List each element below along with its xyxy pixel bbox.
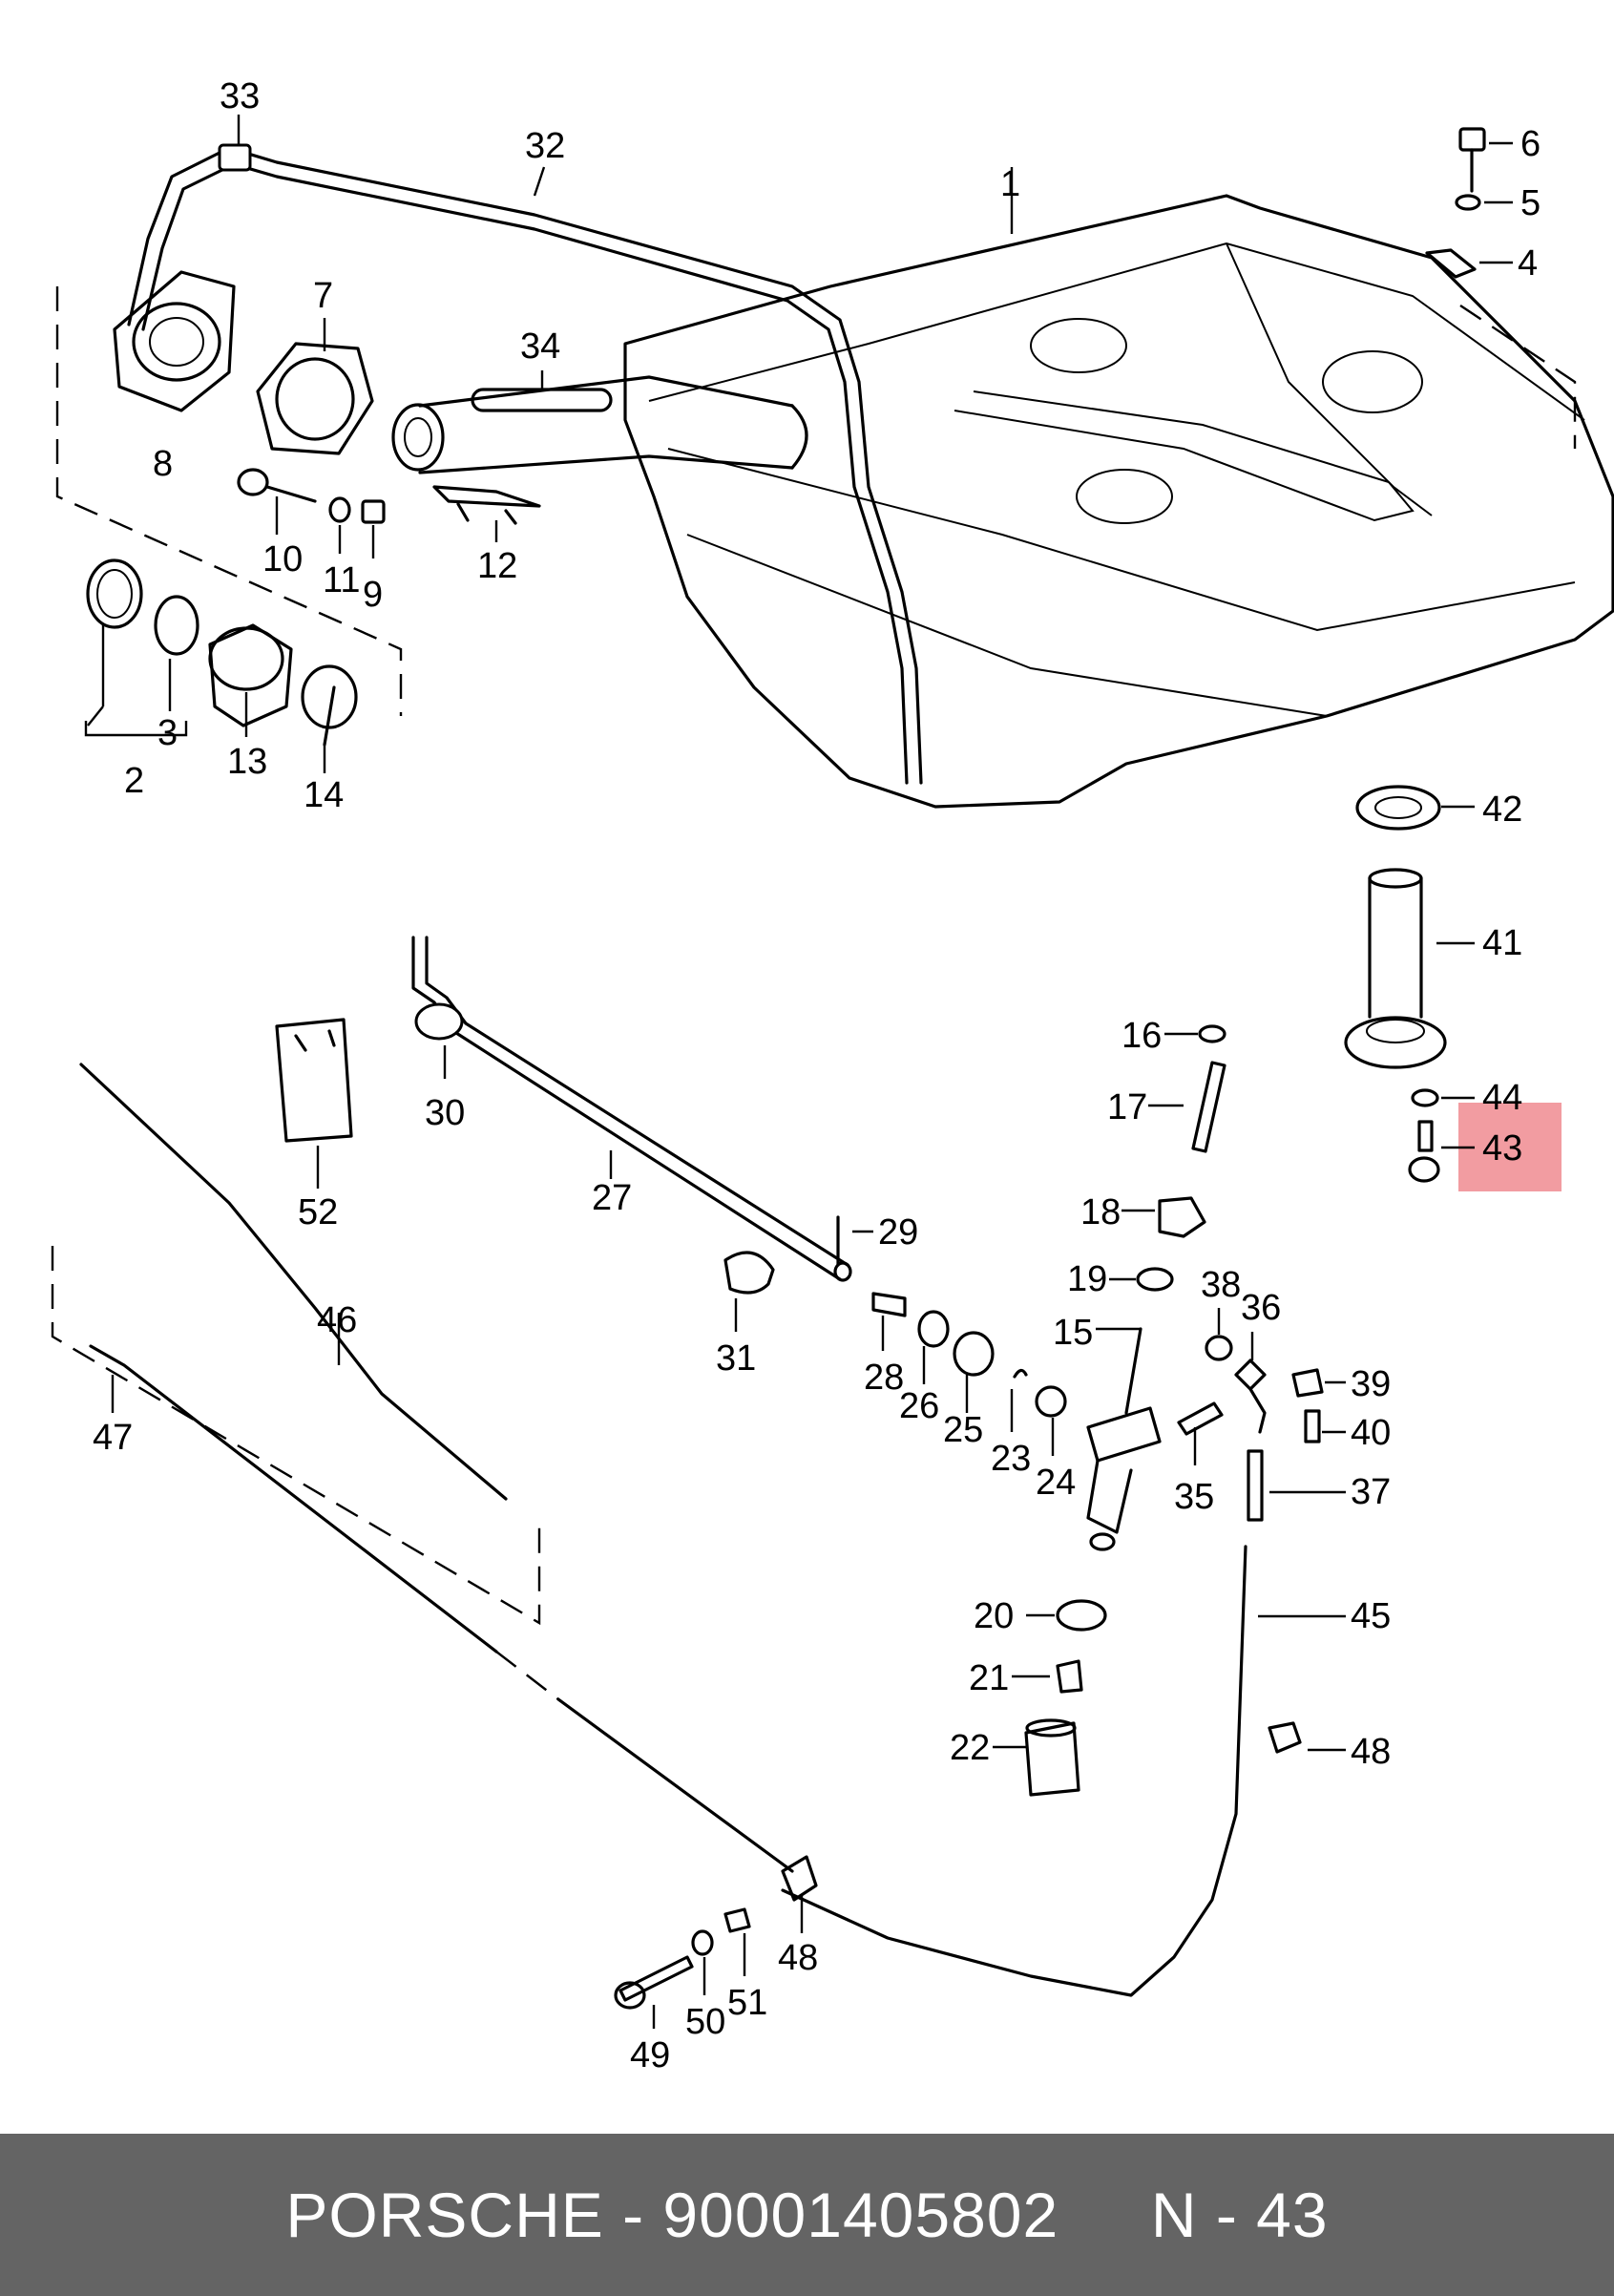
callout-33: 33 <box>220 76 260 116</box>
part-number-footer: PORSCHE - 90001405802 N - 43 <box>0 2134 1614 2296</box>
callout-50: 50 <box>685 2002 725 2042</box>
callout-10: 10 <box>262 539 303 579</box>
cable-46-47 <box>79 1063 818 1902</box>
callout-52: 52 <box>298 1192 338 1232</box>
callout-13: 13 <box>227 742 267 782</box>
callout-26: 26 <box>899 1386 939 1426</box>
callout-37: 37 <box>1351 1472 1391 1512</box>
callout-1: 1 <box>1000 164 1020 204</box>
callout-15: 15 <box>1053 1313 1093 1353</box>
callout-8: 8 <box>153 444 173 484</box>
group-brackets <box>51 286 1577 1626</box>
callout-49: 49 <box>630 2035 670 2075</box>
callout-21: 21 <box>969 1658 1009 1698</box>
callout-22: 22 <box>950 1728 990 1768</box>
callout-5: 5 <box>1520 183 1541 223</box>
bracket-12 <box>432 485 541 525</box>
line-parts-35-40 <box>1177 1335 1324 1522</box>
callout-48-lower: 48 <box>778 1938 818 1978</box>
callout-44: 44 <box>1482 1078 1522 1118</box>
footer-text: PORSCHE - 90001405802 N - 43 <box>285 2180 1329 2250</box>
callout-42: 42 <box>1482 790 1522 830</box>
exploded-parts-diagram: 33 32 1 6 5 4 7 34 8 10 11 9 12 3 2 13 1… <box>51 76 1614 2075</box>
callout-30: 30 <box>425 1093 465 1133</box>
callout-34: 34 <box>520 326 560 367</box>
callout-31: 31 <box>716 1338 756 1379</box>
callout-38: 38 <box>1201 1265 1241 1305</box>
mount-hardware-4-5-6 <box>1425 127 1486 279</box>
callout-48: 48 <box>1351 1732 1391 1772</box>
callout-18: 18 <box>1080 1192 1121 1232</box>
callout-28: 28 <box>864 1358 904 1398</box>
callout-labels: 33 32 1 6 5 4 7 34 8 10 11 9 12 3 2 13 1… <box>93 76 1541 2075</box>
fuel-tank <box>623 194 1614 809</box>
screw-43-washer-44 <box>1408 1088 1440 1183</box>
callout-29: 29 <box>878 1212 918 1253</box>
strap-52 <box>275 1018 353 1143</box>
callout-12: 12 <box>477 546 517 586</box>
screw-set-10-11-9 <box>237 468 386 524</box>
pump-base-20-22 <box>1024 1599 1107 1797</box>
callout-27: 27 <box>592 1178 632 1218</box>
highlight-box-43 <box>1458 1103 1562 1191</box>
callout-43: 43 <box>1482 1128 1522 1169</box>
callout-25: 25 <box>943 1410 983 1450</box>
callout-24: 24 <box>1036 1463 1076 1503</box>
callout-2: 2 <box>124 761 144 801</box>
grommet-31 <box>723 1251 775 1295</box>
callout-14: 14 <box>304 775 344 815</box>
callout-51: 51 <box>727 1983 767 2023</box>
callout-35: 35 <box>1174 1477 1214 1517</box>
callout-40: 40 <box>1351 1413 1391 1453</box>
callout-41: 41 <box>1482 923 1522 963</box>
callout-17: 17 <box>1107 1087 1147 1127</box>
callout-11: 11 <box>323 560 360 600</box>
callout-4: 4 <box>1518 243 1538 284</box>
callout-36: 36 <box>1241 1288 1281 1328</box>
gasket-7 <box>256 342 374 455</box>
fuel-line-45 <box>781 1545 1247 1997</box>
callout-46: 46 <box>317 1300 357 1340</box>
callout-23: 23 <box>991 1439 1031 1479</box>
strainer-41-42 <box>1344 785 1447 1069</box>
callout-19: 19 <box>1067 1259 1107 1299</box>
callout-39: 39 <box>1351 1364 1391 1404</box>
callout-45: 45 <box>1351 1596 1391 1636</box>
clip-48-upper <box>1268 1721 1302 1754</box>
fuel-line-27-30 <box>411 936 852 1282</box>
callout-3: 3 <box>157 713 178 753</box>
leader-lines <box>84 115 1513 2029</box>
callout-47: 47 <box>93 1418 133 1458</box>
fuel-pump-15 <box>1086 1327 1162 1551</box>
callout-32: 32 <box>525 126 565 166</box>
filler-flange-8 <box>113 270 236 412</box>
pump-bolts-16-19 <box>1136 1024 1226 1292</box>
filler-neck <box>391 375 808 474</box>
vent-line <box>127 143 923 785</box>
cap-and-seal-parts <box>86 558 358 747</box>
callout-16: 16 <box>1121 1016 1162 1056</box>
bolt-set-49-51 <box>614 1907 751 2010</box>
callout-9: 9 <box>363 575 383 615</box>
pump-fittings-23-28 <box>871 1292 1067 1418</box>
hose-34 <box>471 388 613 412</box>
callout-7: 7 <box>313 276 333 316</box>
callout-20: 20 <box>974 1596 1014 1636</box>
callout-6: 6 <box>1520 124 1541 164</box>
